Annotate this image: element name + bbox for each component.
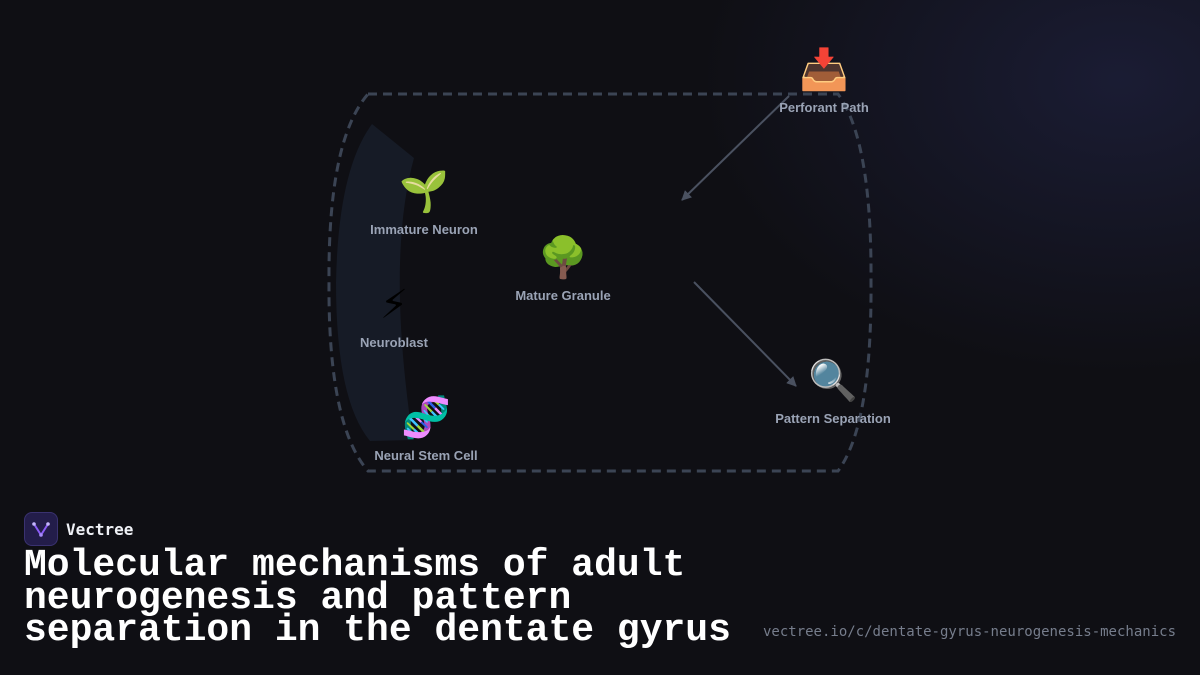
lightning-icon: ⚡ xyxy=(379,282,409,328)
edge-perforant-to-mature xyxy=(681,95,790,201)
seedling-icon: 🌱 xyxy=(399,169,449,215)
node-label: Pattern Separation xyxy=(775,411,891,426)
node-mature-granule: 🌳 Mature Granule xyxy=(515,234,610,303)
node-label: Neuroblast xyxy=(360,335,428,350)
node-label: Perforant Path xyxy=(779,100,869,115)
node-neural-stem-cell: 🧬 Neural Stem Cell xyxy=(374,394,477,463)
inbox-tray-icon: 📥 xyxy=(799,47,849,93)
node-pattern-separation: 🔍 Pattern Separation xyxy=(775,357,891,426)
magnifier-icon: 🔍 xyxy=(808,358,858,404)
vectree-logo-icon xyxy=(24,512,58,546)
node-label: Neural Stem Cell xyxy=(374,448,478,463)
edge-mature-to-pattern xyxy=(693,281,797,387)
page-title: Molecular mechanisms of adult neurogenes… xyxy=(24,544,731,652)
node-label: Mature Granule xyxy=(515,288,611,303)
granule-cell-layer-boundary xyxy=(327,92,873,473)
tree-icon: 🌳 xyxy=(538,235,588,281)
node-neuroblast: ⚡ Neuroblast xyxy=(360,281,428,350)
node-label: Immature Neuron xyxy=(370,222,478,237)
brand-name: Vectree xyxy=(66,519,134,539)
node-perforant-path: 📥 Perforant Path xyxy=(779,46,869,115)
source-url[interactable]: vectree.io/c/dentate-gyrus-neurogenesis-… xyxy=(762,624,1176,640)
node-immature-neuron: 🌱 Immature Neuron xyxy=(370,168,478,237)
brand[interactable]: Vectree xyxy=(24,512,133,546)
dna-icon: 🧬 xyxy=(401,395,451,441)
subgranular-zone xyxy=(336,124,414,441)
